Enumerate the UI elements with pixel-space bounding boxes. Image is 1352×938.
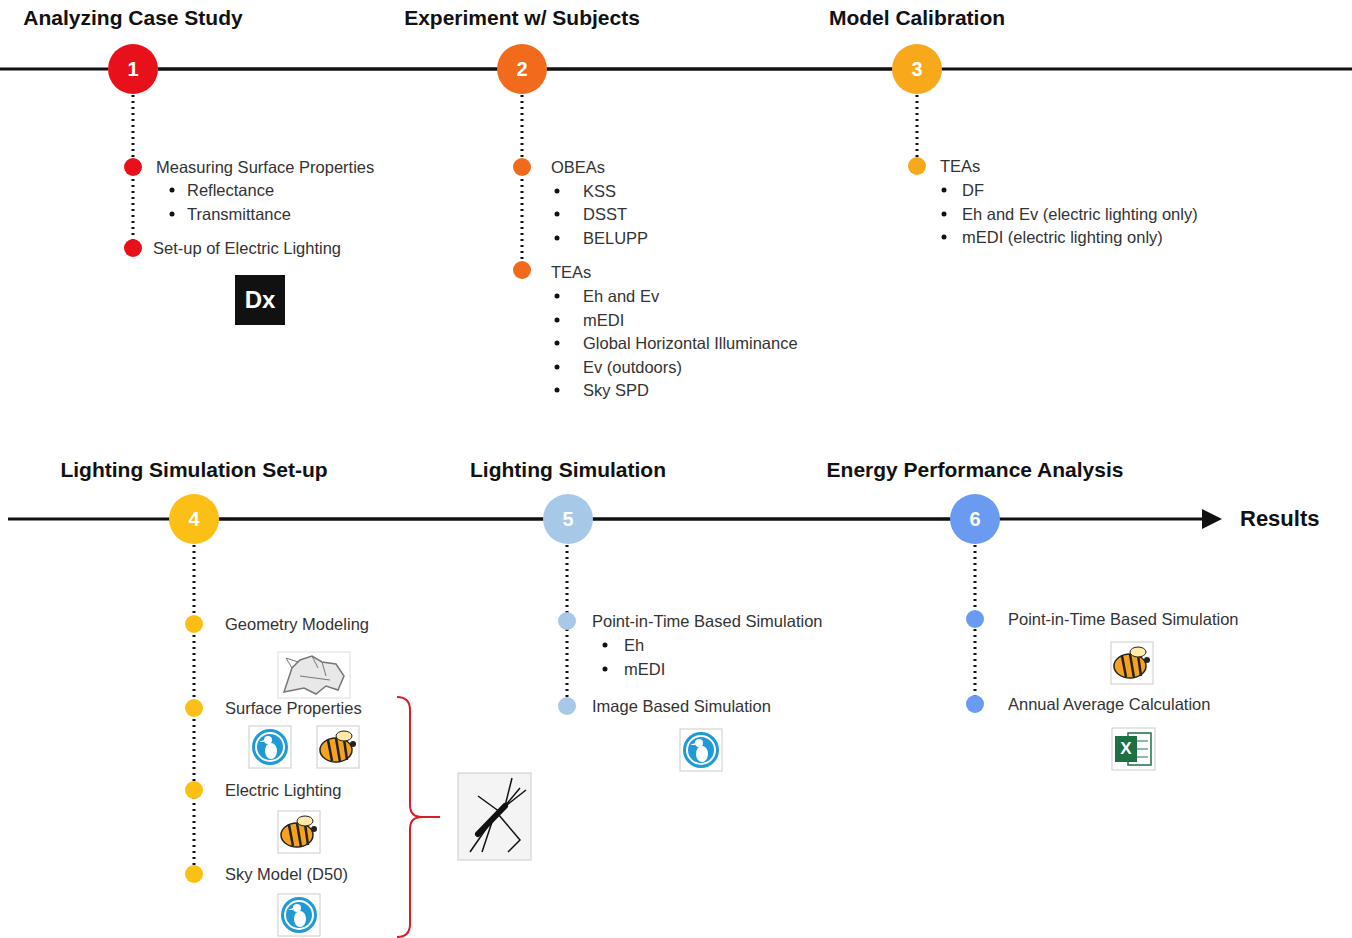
step-circle: Energy Performance Analysis6 — [950, 494, 1000, 544]
results-label: Results — [1240, 506, 1319, 532]
item-label: Eh and Ev — [583, 287, 659, 306]
item-label: Geometry Modeling — [225, 615, 369, 634]
item-label: Eh — [624, 636, 644, 655]
item-label: mEDI — [583, 311, 624, 330]
item-label: Transmittance — [187, 205, 291, 224]
item-label: Annual Average Calculation — [1008, 695, 1210, 714]
step-circle: Analyzing Case Study1 — [108, 44, 158, 94]
step-heading: Analyzing Case Study — [23, 6, 242, 30]
timeline-segment — [547, 68, 892, 71]
timeline — [0, 68, 108, 71]
step-heading: Lighting Simulation — [470, 458, 666, 482]
item-label: BELUPP — [583, 229, 648, 248]
step-heading: Lighting Simulation Set-up — [60, 458, 327, 482]
item-label: KSS — [583, 182, 616, 201]
item-label: Image Based Simulation — [592, 697, 771, 716]
item-label: Measuring Surface Properties — [156, 158, 374, 177]
item-label: Reflectance — [187, 181, 274, 200]
arrowhead — [1202, 509, 1222, 529]
item-label: Point-in-Time Based Simulation — [1008, 610, 1238, 629]
item-label: Ev (outdoors) — [583, 358, 682, 377]
item-dots — [124, 157, 984, 883]
item-label: Set-up of Electric Lighting — [153, 239, 341, 258]
item-label: TEAs — [551, 263, 591, 282]
timeline-segment — [219, 518, 543, 521]
step-number: 3 — [892, 44, 942, 94]
step-number: 5 — [543, 494, 593, 544]
item-label: DSST — [583, 205, 627, 224]
grasshopper-icon — [458, 773, 531, 860]
icon-text: X — [1115, 736, 1137, 762]
bullets — [170, 188, 947, 672]
item-label: DF — [962, 181, 984, 200]
item-label: mEDI (electric lighting only) — [962, 228, 1163, 247]
item-label: Sky SPD — [583, 381, 649, 400]
item-label: Electric Lighting — [225, 781, 341, 800]
item-label: TEAs — [940, 157, 980, 176]
timeline — [158, 68, 1352, 71]
bracket — [397, 697, 440, 937]
dx-icon — [235, 275, 285, 325]
timeline-segment — [158, 68, 497, 71]
item-label: Sky Model (D50) — [225, 865, 348, 884]
item-label: OBEAs — [551, 158, 605, 177]
step-circle: Experiment w/ Subjects2 — [497, 44, 547, 94]
step-circle: Lighting Simulation5 — [543, 494, 593, 544]
step-number: 4 — [169, 494, 219, 544]
icon-text: Dx — [235, 275, 285, 325]
step-circle: Model Calibration3 — [892, 44, 942, 94]
item-label: mEDI — [624, 660, 665, 679]
step-number: 1 — [108, 44, 158, 94]
timeline-segment — [593, 518, 950, 521]
step-heading: Experiment w/ Subjects — [404, 6, 640, 30]
item-label: Surface Properties — [225, 699, 362, 718]
step-heading: Energy Performance Analysis — [827, 458, 1124, 482]
step-number: 2 — [497, 44, 547, 94]
step-heading: Model Calibration — [829, 6, 1005, 30]
excel-icon — [1112, 728, 1155, 770]
item-label: Global Horizontal Illuminance — [583, 334, 798, 353]
step-number: 6 — [950, 494, 1000, 544]
item-label: Eh and Ev (electric lighting only) — [962, 205, 1198, 224]
step-circle: Lighting Simulation Set-up4 — [169, 494, 219, 544]
rhino-icon — [278, 652, 350, 698]
item-label: Point-in-Time Based Simulation — [592, 612, 822, 631]
